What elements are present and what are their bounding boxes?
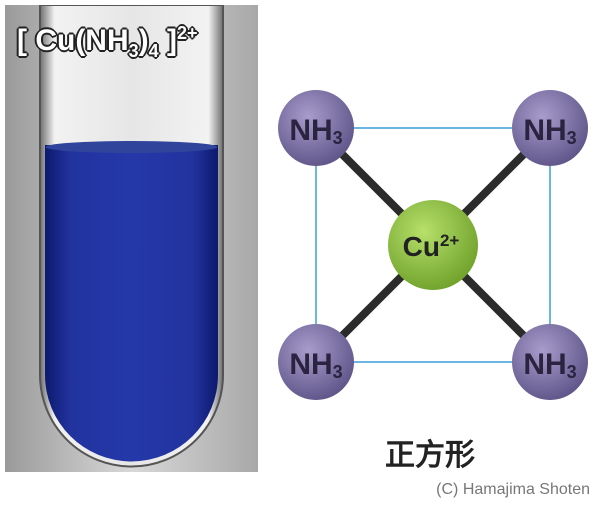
ligand-nh3: NH3	[278, 90, 354, 166]
ligand-nh3: NH3	[512, 324, 588, 400]
copper-ion: Cu2+	[388, 200, 478, 290]
svg-text:NH3: NH3	[289, 348, 342, 382]
ligand-nh3: NH3	[278, 324, 354, 400]
shape-label: 正方形	[385, 438, 475, 473]
blue-solution	[45, 145, 218, 462]
square-planar-diagram: NH3 NH3 NH3 NH3 Cu2+	[278, 90, 588, 400]
svg-text:NH3: NH3	[289, 114, 342, 148]
square-outline	[315, 127, 551, 363]
svg-text:NH3: NH3	[523, 114, 576, 148]
test-tube-photo: [ Cu(NH3)4 ]2+	[5, 4, 258, 472]
ligand-nh3: NH3	[512, 90, 588, 166]
copyright: (C) Hamajima Shoten	[436, 481, 590, 498]
complex-formula: [ Cu(NH3)4 ]2+	[17, 23, 198, 61]
svg-text:NH3: NH3	[523, 348, 576, 382]
svg-text:Cu2+: Cu2+	[403, 231, 460, 262]
